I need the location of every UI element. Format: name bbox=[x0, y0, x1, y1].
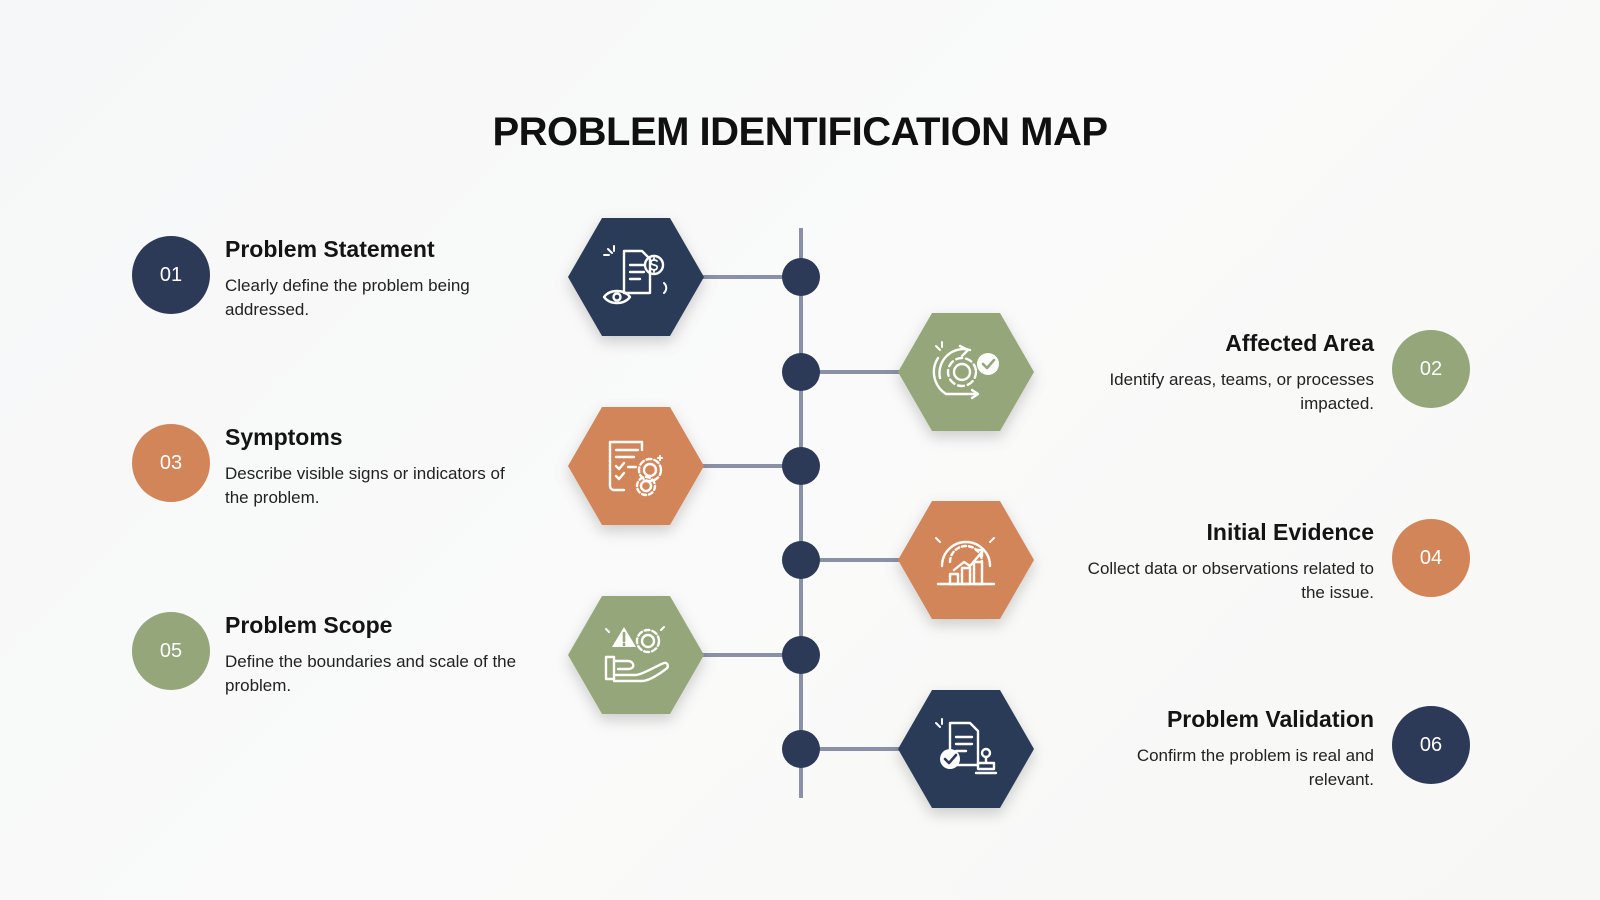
item-title: Problem Scope bbox=[225, 612, 393, 638]
item-title: Problem Validation bbox=[1166, 706, 1374, 732]
step-number: 05 bbox=[159, 639, 183, 662]
timeline-node-03 bbox=[782, 447, 820, 485]
step-number-badge: 04 bbox=[1392, 519, 1470, 597]
item-description: Confirm the problem is real and relevant… bbox=[1136, 746, 1374, 789]
step-number-badge: 01 bbox=[132, 236, 210, 314]
item-title: Affected Area bbox=[1225, 330, 1374, 356]
item-description: Collect data or observations related to … bbox=[1087, 559, 1374, 602]
step-number-badge: 02 bbox=[1392, 330, 1470, 408]
timeline-node-01 bbox=[782, 258, 820, 296]
step-number: 04 bbox=[1419, 546, 1443, 569]
item-title: Initial Evidence bbox=[1206, 519, 1374, 545]
timeline-node-04 bbox=[782, 541, 820, 579]
hexagon-05 bbox=[568, 596, 704, 714]
step-number: 06 bbox=[1419, 733, 1443, 756]
document-dollar-eye-icon bbox=[602, 245, 668, 305]
gear-cycle-check-icon bbox=[932, 341, 999, 400]
document-check-stamp-icon bbox=[935, 718, 998, 775]
step-number-badge: 05 bbox=[132, 612, 210, 690]
item-title: Problem Statement bbox=[225, 236, 435, 262]
item-description: Identify areas, teams, or processes impa… bbox=[1109, 370, 1374, 413]
timeline-node-02 bbox=[782, 353, 820, 391]
hexagon-01 bbox=[568, 218, 704, 336]
page-title: PROBLEM IDENTIFICATION MAP bbox=[492, 110, 1108, 154]
step-number-badge: 03 bbox=[132, 424, 210, 502]
item-description: Describe visible signs or indicators of … bbox=[225, 464, 505, 507]
hand-warning-gear-icon bbox=[604, 626, 669, 683]
hexagon-04 bbox=[898, 501, 1034, 619]
item-description: Clearly define the problem being address… bbox=[225, 276, 470, 319]
item-description: Define the boundaries and scale of the p… bbox=[225, 652, 517, 695]
timeline-node-05 bbox=[782, 636, 820, 674]
checklist-gears-icon bbox=[608, 440, 663, 497]
step-number: 03 bbox=[159, 451, 183, 474]
step-number-badge: 06 bbox=[1392, 706, 1470, 784]
step-number: 01 bbox=[159, 263, 183, 286]
hexagon-06 bbox=[898, 690, 1034, 808]
item-title: Symptoms bbox=[225, 424, 343, 450]
timeline-node-06 bbox=[782, 730, 820, 768]
gauge-bar-chart-icon bbox=[935, 537, 996, 586]
step-number: 02 bbox=[1419, 357, 1443, 380]
hexagon-02 bbox=[898, 313, 1034, 431]
